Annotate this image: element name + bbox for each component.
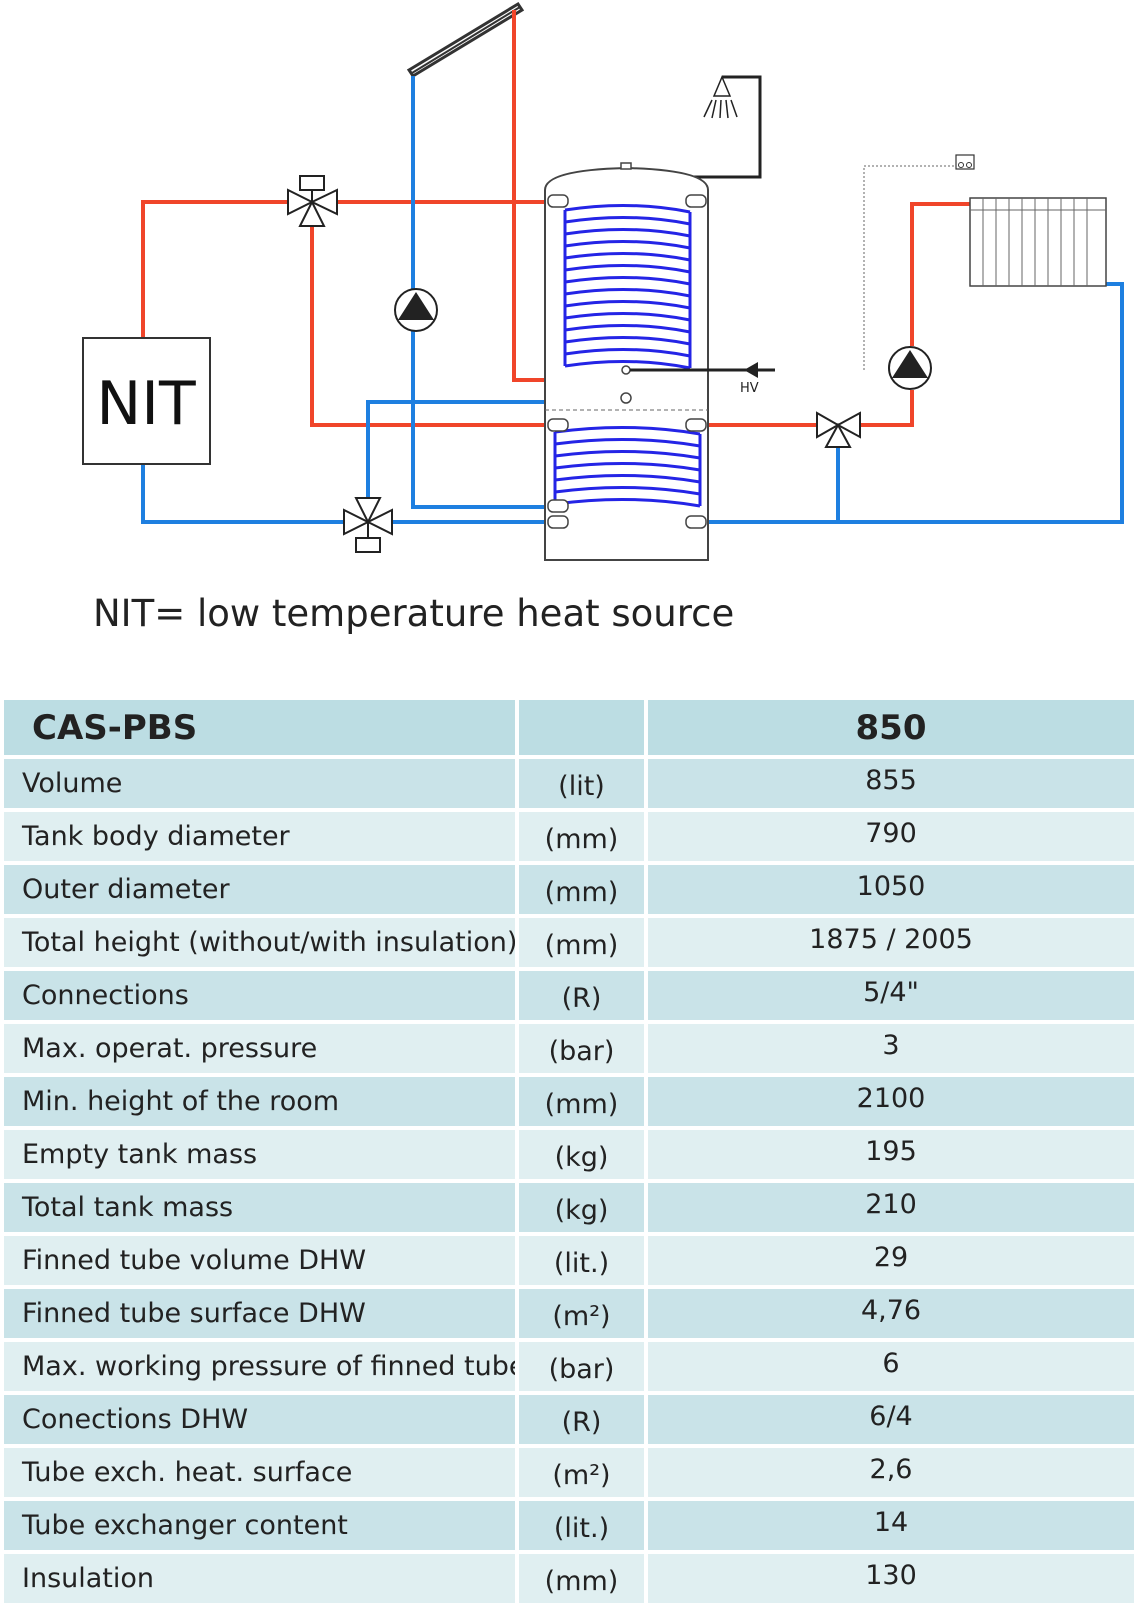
table-row: Conections DHW(R)6/4 [4, 1395, 1134, 1444]
row-unit: (m²) [519, 1448, 644, 1497]
storage-tank: HV [544, 162, 775, 561]
row-value: 14 [648, 1501, 1134, 1550]
row-label: Outer diameter [4, 865, 515, 914]
table-row: Total height (without/with insulation)(m… [4, 918, 1134, 967]
thermostat [863, 154, 975, 370]
upper-mixing-valve [287, 175, 338, 227]
table-row: Finned tube surface DHW(m²)4,76 [4, 1289, 1134, 1338]
row-unit: (kg) [519, 1130, 644, 1179]
row-label: Min. height of the room [4, 1077, 515, 1126]
row-unit: (mm) [519, 1554, 644, 1603]
row-unit: (mm) [519, 865, 644, 914]
row-label: Max. working pressure of finned tube [4, 1342, 515, 1391]
row-unit: (bar) [519, 1342, 644, 1391]
table-row: Tube exchanger content(lit.)14 [4, 1501, 1134, 1550]
row-unit: (mm) [519, 918, 644, 967]
row-unit: (kg) [519, 1183, 644, 1232]
row-value: 130 [648, 1554, 1134, 1603]
row-value: 3 [648, 1024, 1134, 1073]
row-label: Insulation [4, 1554, 515, 1603]
nit-box: NIT [82, 337, 211, 465]
cold-pipes [141, 76, 1124, 524]
row-value: 210 [648, 1183, 1134, 1232]
radiator-mixing-valve [816, 411, 861, 448]
row-unit: (lit) [519, 759, 644, 808]
model-size: 850 [648, 700, 1134, 755]
lower-coil [553, 425, 702, 508]
unit-header-cell [519, 700, 644, 755]
table-row: Insulation(mm)130 [4, 1554, 1134, 1603]
hydraulic-diagram: HV NIT [82, 1, 1124, 561]
row-value: 1050 [648, 865, 1134, 914]
table-row: Empty tank mass(kg)195 [4, 1130, 1134, 1179]
row-unit: (bar) [519, 1024, 644, 1073]
row-value: 195 [648, 1130, 1134, 1179]
nit-label: NIT [96, 369, 196, 439]
lower-mixing-valve [343, 497, 393, 553]
row-label: Connections [4, 971, 515, 1020]
radiator [969, 197, 1107, 287]
table-row: Outer diameter(mm)1050 [4, 865, 1134, 914]
row-value: 29 [648, 1236, 1134, 1285]
row-unit: (mm) [519, 1077, 644, 1126]
table-header-row: CAS-PBS 850 [4, 700, 1134, 755]
row-label: Finned tube surface DHW [4, 1289, 515, 1338]
solar-pump [394, 288, 438, 332]
row-unit: (R) [519, 1395, 644, 1444]
row-unit: (lit.) [519, 1501, 644, 1550]
table-row: Volume(lit)855 [4, 759, 1134, 808]
model-name: CAS-PBS [4, 700, 515, 755]
row-value: 855 [648, 759, 1134, 808]
row-label: Conections DHW [4, 1395, 515, 1444]
radiator-pump [888, 346, 932, 390]
row-unit: (lit.) [519, 1236, 644, 1285]
table-row: Finned tube volume DHW(lit.)29 [4, 1236, 1134, 1285]
row-value: 6 [648, 1342, 1134, 1391]
table-row: Tank body diameter(mm)790 [4, 812, 1134, 861]
row-value: 6/4 [648, 1395, 1134, 1444]
row-value: 790 [648, 812, 1134, 861]
solar-collector [406, 1, 525, 79]
table-row: Max. working pressure of finned tube(bar… [4, 1342, 1134, 1391]
row-value: 4,76 [648, 1289, 1134, 1338]
row-unit: (R) [519, 971, 644, 1020]
table-row: Tube exch. heat. surface(m²)2,6 [4, 1448, 1134, 1497]
hv-label: HV [740, 381, 759, 396]
row-label: Volume [4, 759, 515, 808]
row-label: Tank body diameter [4, 812, 515, 861]
row-unit: (mm) [519, 812, 644, 861]
diagram-caption: NIT= low temperature heat source [93, 592, 735, 635]
table-row: Connections(R)5/4" [4, 971, 1134, 1020]
row-value: 2100 [648, 1077, 1134, 1126]
row-value: 5/4" [648, 971, 1134, 1020]
row-label: Total height (without/with insulation) [4, 918, 515, 967]
row-unit: (m²) [519, 1289, 644, 1338]
upper-coil [563, 203, 692, 370]
table-row: Total tank mass(kg)210 [4, 1183, 1134, 1232]
table-row: Max. operat. pressure(bar)3 [4, 1024, 1134, 1073]
row-label: Max. operat. pressure [4, 1024, 515, 1073]
row-label: Total tank mass [4, 1183, 515, 1232]
table-row: Min. height of the room(mm)2100 [4, 1077, 1134, 1126]
row-label: Finned tube volume DHW [4, 1236, 515, 1285]
row-label: Tube exchanger content [4, 1501, 515, 1550]
row-value: 1875 / 2005 [648, 918, 1134, 967]
row-label: Tube exch. heat. surface [4, 1448, 515, 1497]
row-label: Empty tank mass [4, 1130, 515, 1179]
row-value: 2,6 [648, 1448, 1134, 1497]
